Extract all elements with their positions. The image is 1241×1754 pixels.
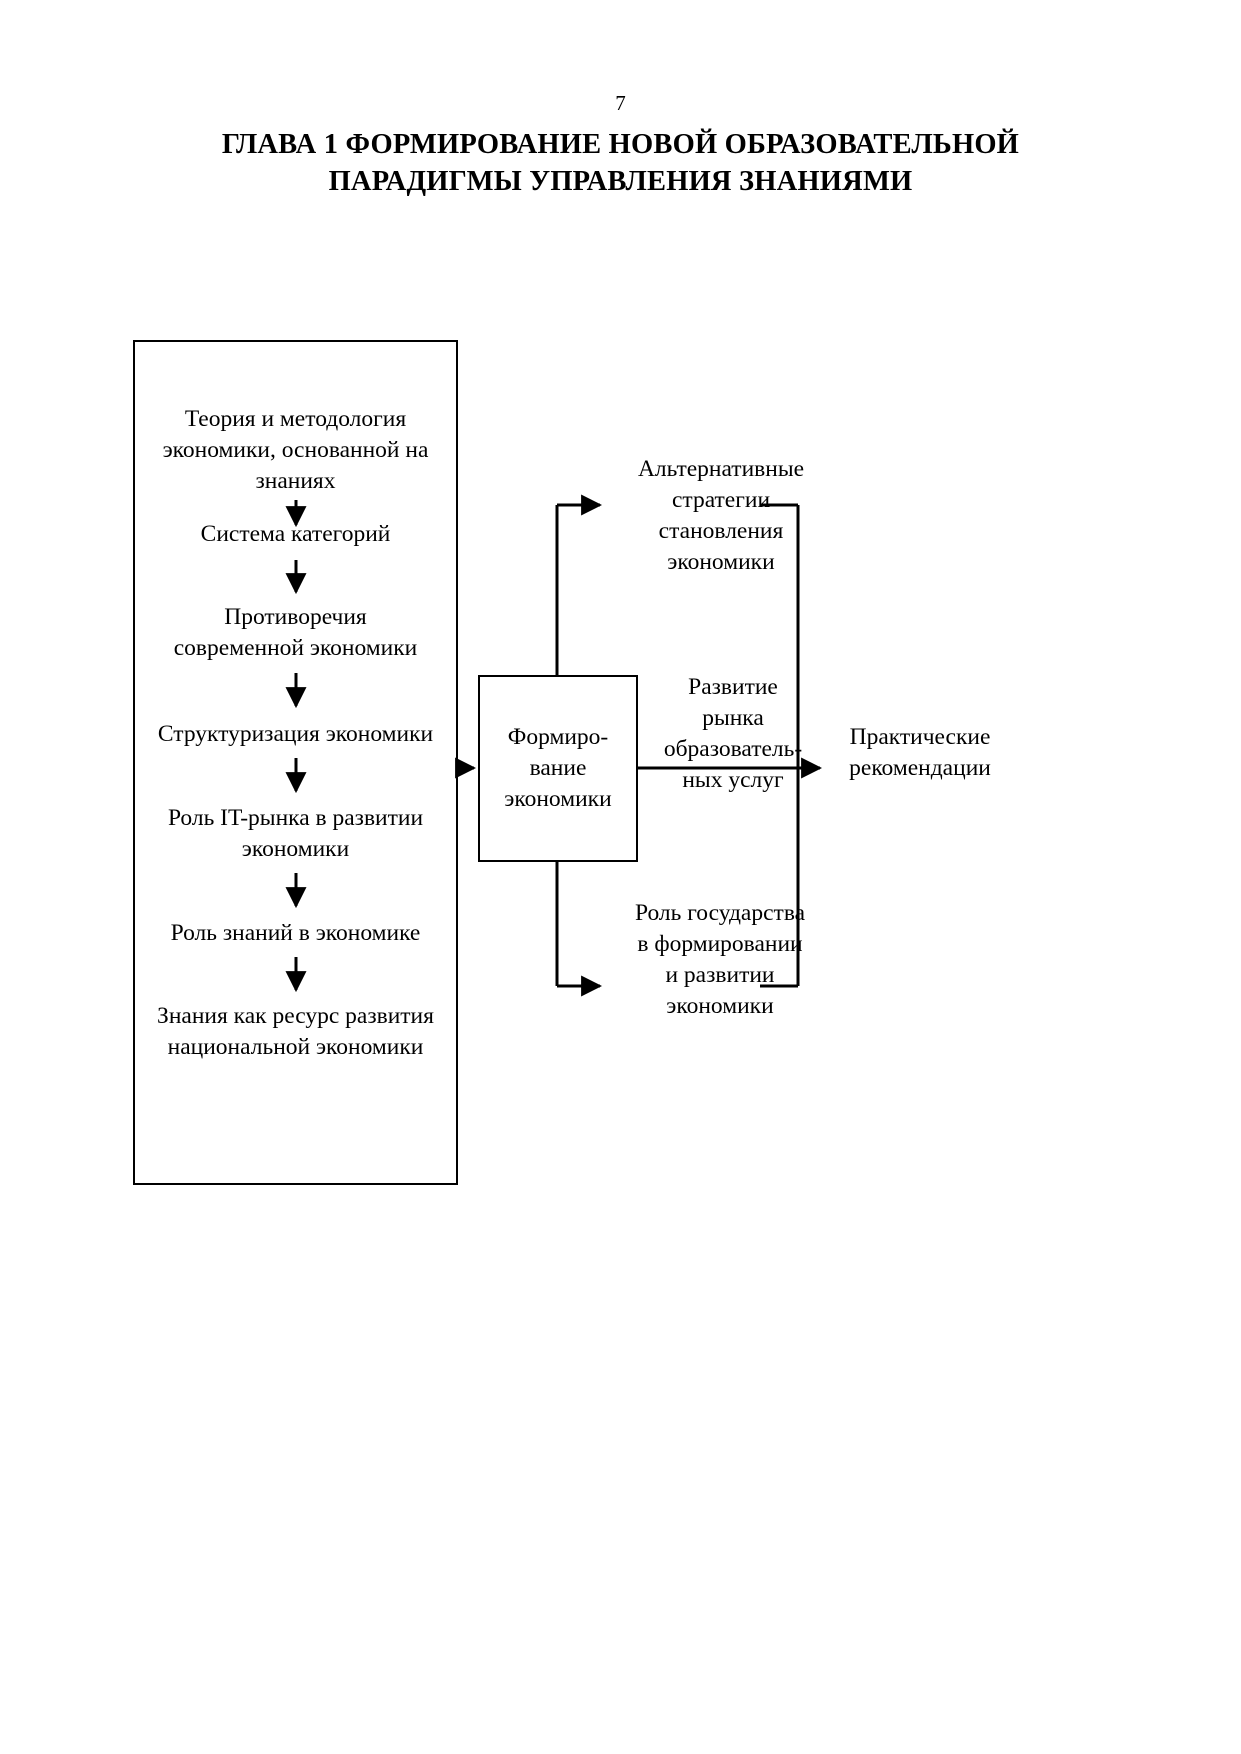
- node-line: ных услуг: [682, 767, 784, 793]
- page-title-line-1: ГЛАВА 1 ФОРМИРОВАНИЕ НОВОЙ ОБРАЗОВАТЕЛЬН…: [221, 129, 1020, 160]
- node-line: становления: [658, 518, 784, 544]
- node-line: знаниях: [255, 468, 336, 494]
- node-knowledge-role: Роль знаний в экономике: [133, 918, 458, 949]
- node-line: Роль IT-рынка в развитии: [167, 805, 424, 831]
- node-line: национальной экономики: [167, 1034, 424, 1060]
- node-line: Теория и методология: [184, 406, 407, 432]
- node-knowledge-as-resource: Знания как ресурс развития национальной …: [133, 1001, 458, 1063]
- node-state-role: Роль государства в формировании и развит…: [600, 898, 840, 1022]
- node-line: Практические: [849, 724, 991, 750]
- node-line: Роль знаний в экономике: [170, 920, 421, 946]
- node-line: Знания как ресурс развития: [157, 1003, 434, 1029]
- node-line: рынка: [702, 705, 764, 731]
- node-line: Противоречия: [224, 604, 367, 630]
- node-line: современной экономики: [173, 635, 418, 661]
- right-collector-bracket: [760, 503, 800, 988]
- node-economy-formation: Формиро- вание экономики: [478, 675, 638, 862]
- node-theory-methodology: Теория и методология экономики, основанн…: [133, 404, 458, 497]
- node-line: в формировании: [637, 931, 803, 957]
- page-title: ГЛАВА 1 ФОРМИРОВАНИЕ НОВОЙ ОБРАЗОВАТЕЛЬН…: [150, 126, 1091, 200]
- node-line: Система категорий: [200, 521, 391, 547]
- node-line: Альтернативные: [637, 456, 805, 482]
- page-title-line-2: ПАРАДИГМЫ УПРАВЛЕНИЯ ЗНАНИЯМИ: [328, 166, 913, 197]
- node-line: Структуризация экономики: [157, 721, 434, 747]
- node-line: Формиро-: [507, 724, 609, 750]
- node-line: Роль государства: [634, 900, 806, 926]
- left-column-frame: [133, 340, 458, 1185]
- page-number: 7: [615, 91, 626, 115]
- center-branch-lines: [555, 494, 823, 997]
- node-line: рекомендации: [849, 755, 991, 781]
- node-line: экономики, основанной на: [162, 437, 429, 463]
- node-line: экономики: [666, 993, 774, 1019]
- node-education-market-development: Развитие рынка образователь- ных услуг: [640, 672, 826, 796]
- node-line: вание: [529, 755, 587, 781]
- node-line: Развитие: [688, 674, 778, 700]
- node-line: экономики: [667, 549, 775, 575]
- node-system-of-categories: Система категорий: [133, 519, 458, 550]
- node-line: экономики: [241, 836, 350, 862]
- node-practical-recommendations: Практические рекомендации: [820, 722, 1020, 784]
- node-line: стратегии: [671, 487, 771, 513]
- node-structuring-economy: Структуризация экономики: [133, 719, 458, 750]
- node-line: образователь-: [663, 736, 803, 762]
- node-line: и развитии: [665, 962, 775, 988]
- node-line: экономики: [504, 786, 612, 812]
- node-it-market-role: Роль IT-рынка в развитии экономики: [133, 803, 458, 865]
- node-alternative-strategies: Альтернативные стратегии становления эко…: [604, 454, 838, 578]
- node-contradictions: Противоречия современной экономики: [133, 602, 458, 664]
